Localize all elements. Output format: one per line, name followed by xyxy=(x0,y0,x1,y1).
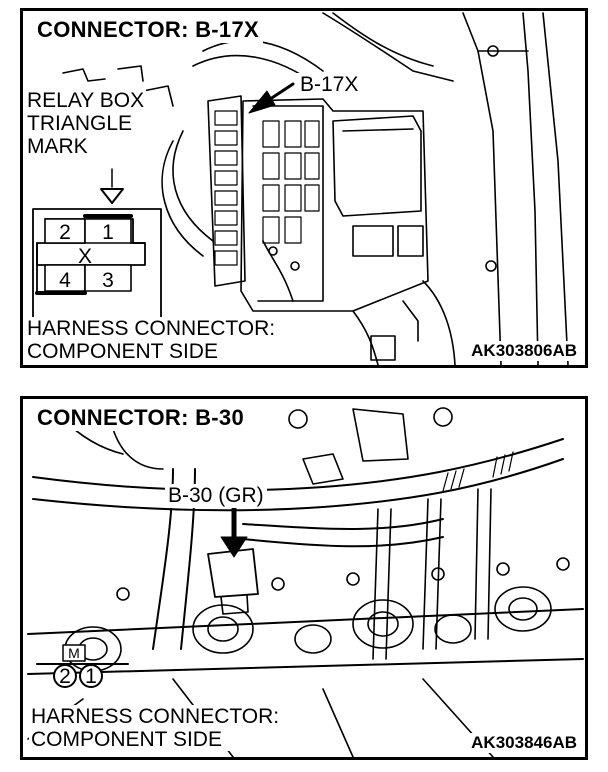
b17x-callout-label: B-17X xyxy=(297,73,362,97)
b30-harness-line-1: HARNESS CONNECTOR: xyxy=(31,705,280,728)
b17x-pin-1: 1 xyxy=(102,221,114,244)
b17x-pin-2: 2 xyxy=(59,221,71,244)
b30-pin-2: 2 xyxy=(59,665,71,688)
b17x-figure-code: AK303806AB xyxy=(469,341,579,361)
b30-harness-connector-label: HARNESS CONNECTOR: COMPONENT SIDE xyxy=(29,705,282,751)
b30-harness-line-2: COMPONENT SIDE xyxy=(31,728,222,751)
relay-box-triangle-mark-label: RELAY BOX TRIANGLE MARK xyxy=(25,89,147,158)
relay-box-illustration: 2 1 X 4 3 xyxy=(32,12,569,365)
relay-box-line-1: RELAY BOX xyxy=(27,89,145,112)
b17x-pin-diagram: 2 1 X 4 3 xyxy=(32,208,162,322)
connector-b30-title: CONNECTOR: B-30 xyxy=(33,405,249,431)
b17x-pin-3: 3 xyxy=(102,269,114,292)
b17x-pin-cross: X xyxy=(78,245,92,268)
connector-b17x-title: CONNECTOR: B-17X xyxy=(33,17,263,43)
b30-figure-code: AK303846AB xyxy=(469,733,579,753)
b17x-pin-4: 4 xyxy=(59,269,71,292)
b17x-harness-line-2: COMPONENT SIDE xyxy=(27,340,218,363)
engine-bay-illustration: M 2 1 xyxy=(27,407,584,757)
b17x-harness-connector-label: HARNESS CONNECTOR: COMPONENT SIDE xyxy=(25,317,278,363)
b30-pin-1: 1 xyxy=(85,665,97,688)
b30-callout-label: B-30 (GR) xyxy=(165,484,267,508)
connector-b30-panel: M 2 1 CONNECTOR: B-30 B-30 (GR) HARNESS … xyxy=(20,396,588,760)
b30-pin-diagram: M 2 1 xyxy=(36,644,129,688)
connector-b17x-panel: 2 1 X 4 3 CONNECTOR: B-17X B-17X RELAY B… xyxy=(20,8,588,368)
relay-box-line-3: MARK xyxy=(27,135,88,158)
b30-key-mark: M xyxy=(68,645,80,661)
b17x-harness-line-1: HARNESS CONNECTOR: xyxy=(27,317,276,340)
relay-box-line-2: TRIANGLE xyxy=(27,112,133,135)
